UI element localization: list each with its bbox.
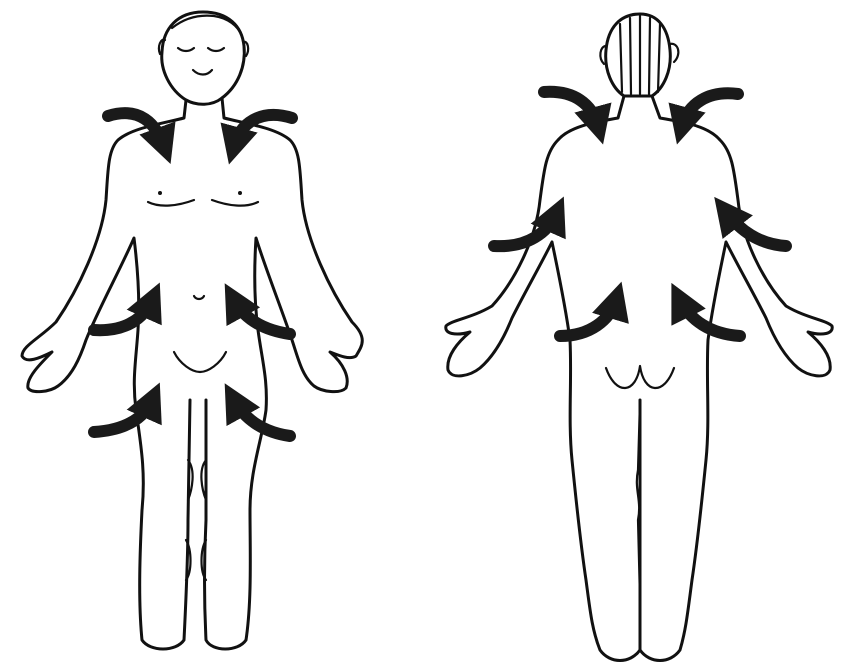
arrow-front-right-waist <box>234 300 290 334</box>
arrow-back-left-arm <box>494 214 556 246</box>
arrow-back-left-hip <box>560 300 616 336</box>
arrow-front-right-shoulder <box>234 115 292 146</box>
arrow-back-right-arm <box>726 212 786 246</box>
front-navel <box>194 296 204 299</box>
arrow-back-left-shoulder <box>544 92 598 126</box>
back-head <box>600 14 678 96</box>
front-head <box>159 12 248 104</box>
front-torso-outline <box>22 100 190 649</box>
arrow-back-right-shoulder <box>682 93 738 126</box>
back-figure <box>446 14 832 661</box>
front-figure <box>22 12 362 649</box>
arrow-front-left-thigh <box>94 400 152 432</box>
front-arrows <box>94 113 292 436</box>
arrow-front-right-thigh <box>234 400 290 436</box>
back-buttocks <box>606 366 674 388</box>
front-chest <box>148 200 194 206</box>
